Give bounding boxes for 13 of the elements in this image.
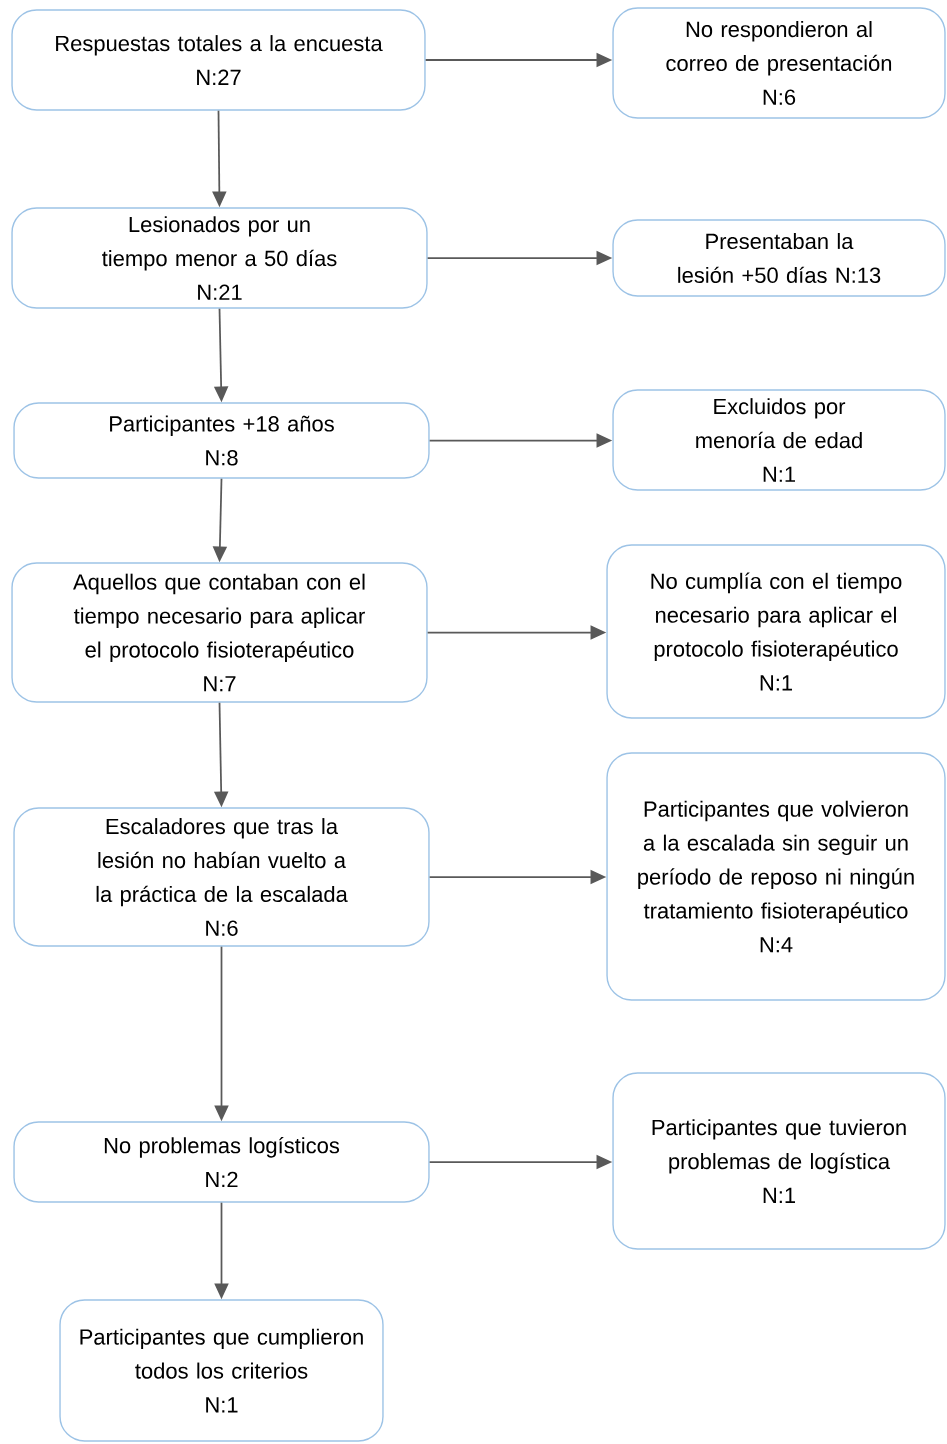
process-box: No problemas logísticos N:2 — [13, 1121, 430, 1203]
process-box: Escaladores que tras la lesión no habían vuelto a la práctica de la escalada N:6 — [13, 807, 430, 947]
process-box: Excluidos por menoría de edad N:1 — [612, 389, 946, 491]
process-box: Participantes que cumplieron todos los criterios N:1 — [59, 1299, 384, 1442]
process-box: Presentaban la lesión +50 días N:13 — [612, 219, 946, 297]
process-box: Aquellos que contaban con el tiempo necesario para aplicar el protocolo fisioterapéutico N:7 — [11, 562, 428, 703]
process-box: Participantes que tuvieron problemas de logística N:1 — [612, 1072, 946, 1250]
process-box: No cumplía con el tiempo necesario para aplicar el protocolo fisioterapéutico N:1 — [606, 544, 946, 719]
process-box: Lesionados por un tiempo menor a 50 días N:21 — [11, 207, 428, 309]
process-box: Respuestas totales a la encuesta N:27 — [11, 9, 426, 111]
process-box: Participantes +18 años N:8 — [13, 402, 430, 479]
process-box: Participantes que volvieron a la escalada sin seguir un período de reposo ni ningún tratamiento fisioterapéutico N:4 — [606, 752, 946, 1001]
process-box: No respondieron al correo de presentación N:6 — [612, 7, 946, 119]
